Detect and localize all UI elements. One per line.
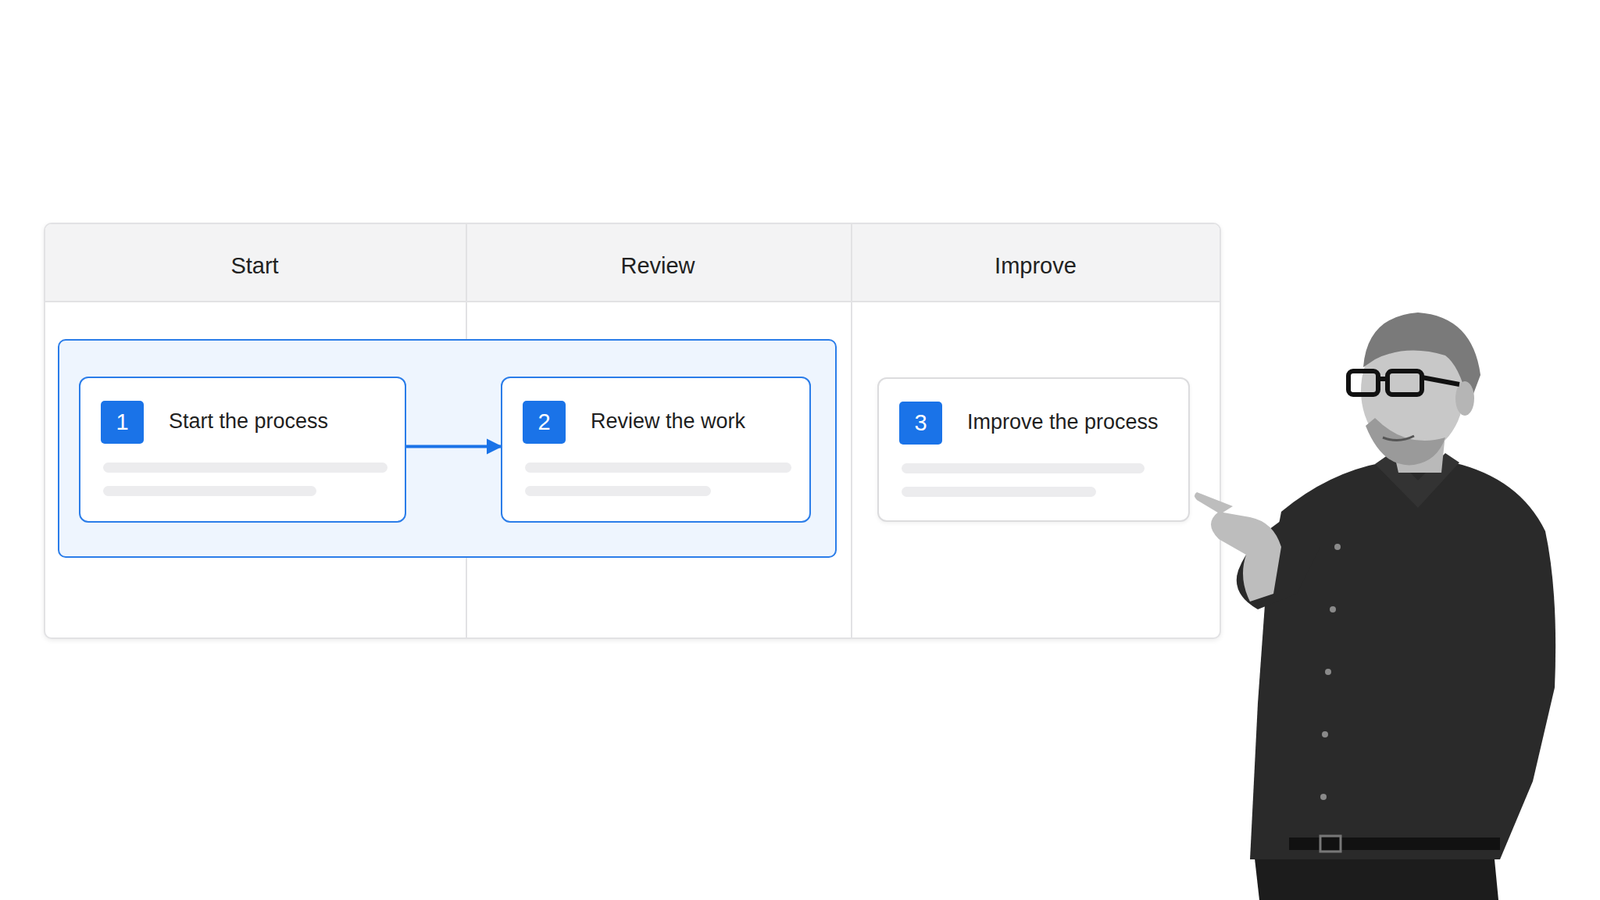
smile [1382,435,1415,441]
step-title: Start the process [168,407,329,435]
glasses [1348,371,1460,395]
step-number: 3 [899,401,943,445]
placeholder-line [901,463,1145,474]
placeholder-line [901,486,1097,497]
placeholder-line [103,462,388,473]
column-header: Review [465,251,850,280]
beard [1365,417,1446,465]
step-number: 2 [522,400,566,444]
presenter [1194,312,1556,900]
placeholder-line [525,462,792,473]
process-card: 2 Review the work [500,376,811,523]
step-number: 1 [100,400,144,444]
step-title: Review the work [590,407,746,435]
column-header: Start [43,251,466,280]
pointing-finger [1194,492,1233,515]
step-title: Improve the process [967,408,1159,436]
flow-arrow [406,445,501,449]
shirt [1250,462,1556,860]
process-card: 1 Start the process [78,376,407,523]
column-header: Improve [850,251,1222,280]
column-divider [850,224,853,638]
placeholder-line [103,485,317,497]
buttons [1320,543,1341,800]
buckle [1320,835,1341,852]
placeholder-line [525,485,711,497]
process-card: 3 Improve the process [877,377,1190,522]
hand [1210,511,1282,602]
